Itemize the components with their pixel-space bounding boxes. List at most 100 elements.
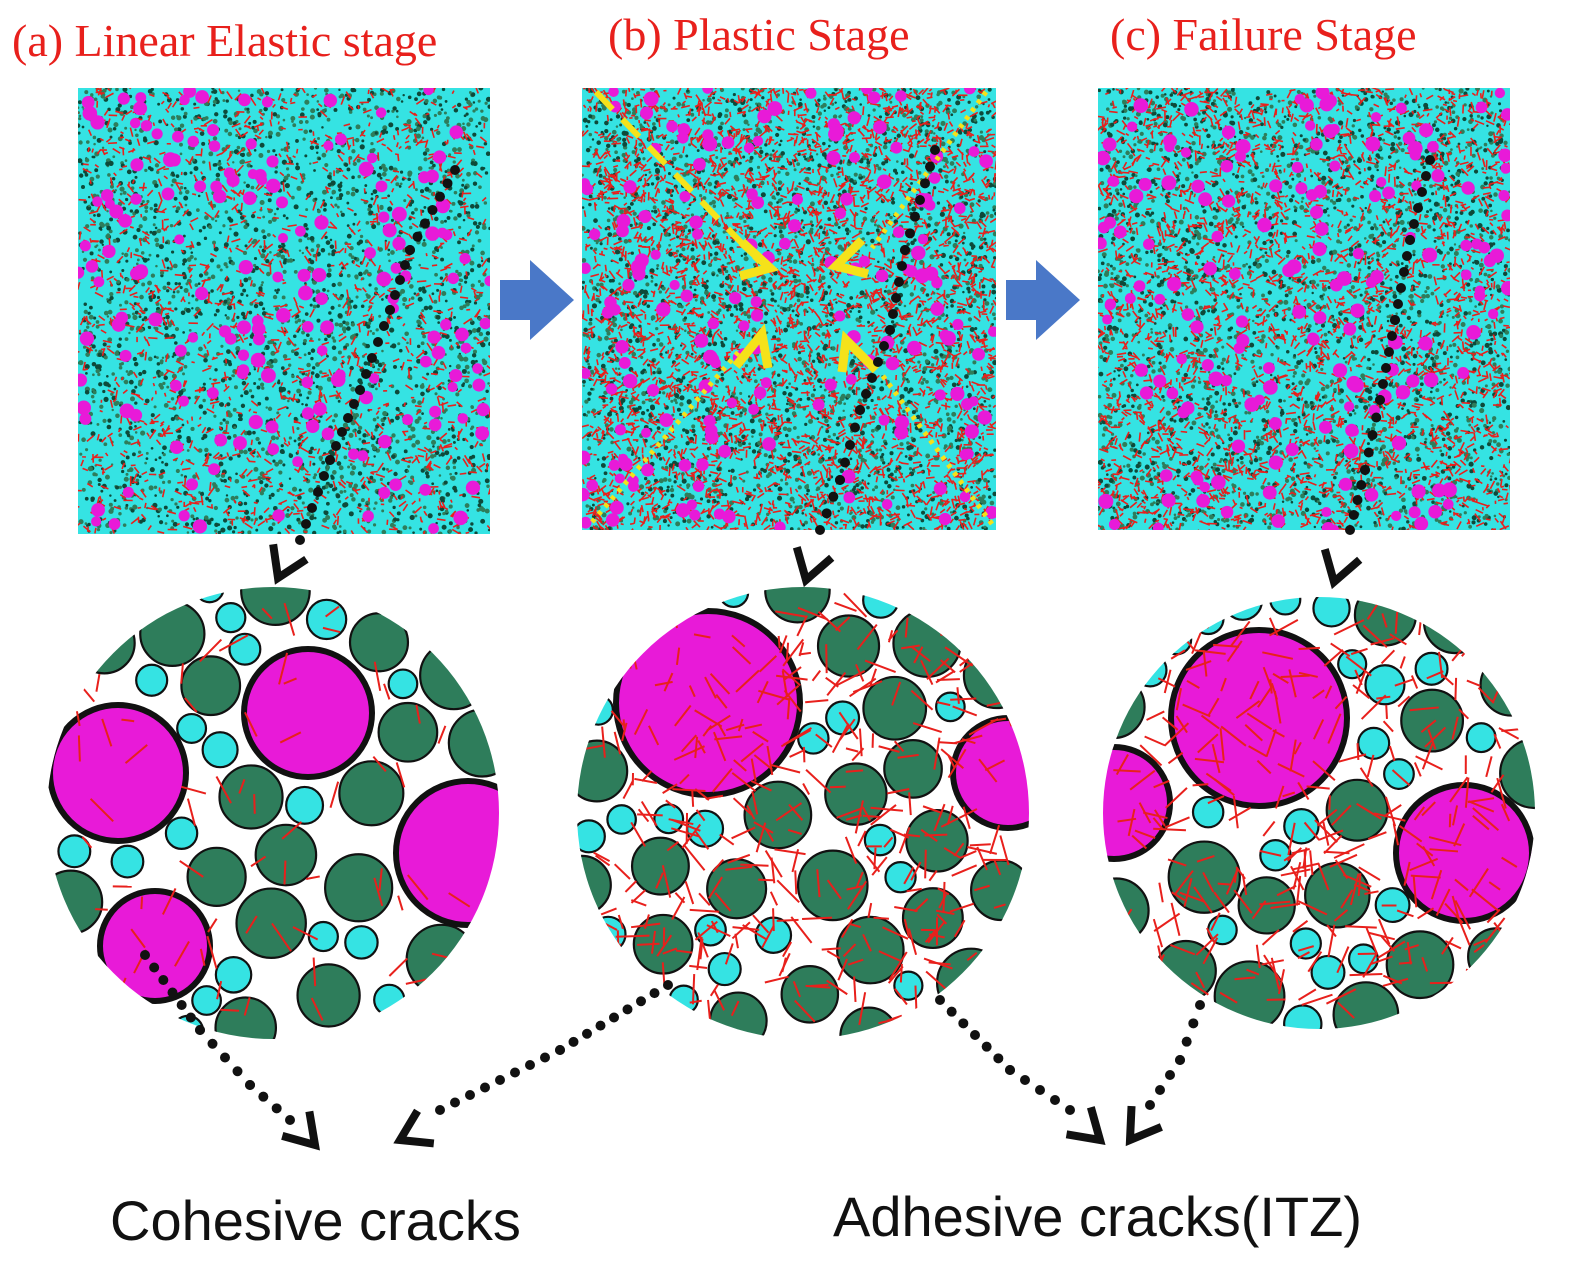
pointer-dot — [1035, 1085, 1045, 1095]
magnified-view-b — [577, 587, 1029, 1039]
pointer-dot — [337, 427, 347, 437]
pointer-dot — [319, 471, 329, 481]
pointer-dot — [1020, 1075, 1030, 1085]
pointer-dot — [1175, 1055, 1185, 1065]
pointer-dot — [946, 1006, 957, 1017]
pointer-dot — [850, 422, 860, 433]
pointer-dot — [568, 1036, 579, 1047]
pointer-dot — [271, 1103, 282, 1114]
pointer-dot — [343, 413, 353, 423]
pointer-dot — [622, 1004, 633, 1015]
shear-arrow-icon — [827, 236, 870, 279]
pointer-dot — [1390, 315, 1400, 325]
pointer-dot — [1348, 510, 1359, 520]
pointer-dot — [285, 1115, 295, 1125]
pointer-dot — [861, 389, 871, 399]
stage-c-title: (c) Failure Stage — [1110, 9, 1417, 60]
pointer-dot — [910, 211, 920, 222]
dotted-arrow-icon — [1320, 548, 1363, 590]
dotted-arrow-icon — [393, 1108, 435, 1148]
pointer-dot — [821, 508, 832, 519]
pointer-dot — [1371, 412, 1382, 423]
dotted-arrow-icon — [281, 1110, 320, 1151]
dotted-arrow-icon — [269, 543, 309, 585]
dotted-arrow-icon — [1125, 1105, 1163, 1147]
pointer-dot — [140, 950, 150, 960]
pointer-dot — [435, 191, 445, 202]
adhesive-cracks-label: Adhesive cracks(ITZ) — [833, 1185, 1362, 1248]
pointer-dot — [609, 1012, 619, 1023]
pointer-dot — [636, 996, 646, 1007]
pointer-dot — [220, 1052, 230, 1063]
pointer-dot — [361, 369, 371, 379]
magnified-view-c — [1103, 597, 1535, 1029]
pointer-dot — [400, 260, 410, 270]
pointer-dot — [649, 988, 660, 999]
pointer-dot — [888, 309, 898, 319]
pointer-dot — [1195, 1000, 1205, 1010]
pointer-dot — [373, 337, 383, 347]
pointer-dot — [176, 1000, 187, 1010]
pointer-dot — [828, 491, 839, 502]
pointer-dot — [840, 457, 850, 468]
pointer-dot — [1396, 283, 1406, 293]
pointer-dot — [427, 205, 438, 215]
pointer-dot — [935, 995, 945, 1005]
pointer-dot — [355, 385, 365, 395]
pointer-dot — [385, 305, 395, 315]
pointer-dot — [525, 1060, 535, 1070]
pointer-paths — [140, 145, 1435, 1151]
pointer-dot — [1367, 430, 1378, 440]
pointer-dot — [258, 1091, 269, 1102]
pointer-dot — [879, 341, 889, 351]
pointer-dot — [1345, 525, 1355, 535]
pointer-dot — [905, 228, 915, 239]
pointer-dot — [663, 980, 673, 990]
pointer-dot — [207, 1038, 218, 1049]
pointer-dot — [1050, 1095, 1060, 1105]
pointer-dot — [1356, 480, 1367, 490]
pointer-dot — [349, 399, 359, 409]
pointer-dot — [555, 1045, 565, 1055]
shear-arrow-icon — [738, 238, 780, 281]
pointer-dot — [1005, 1065, 1015, 1075]
shear-arrow-icon — [732, 323, 773, 369]
pointer-dot — [295, 535, 305, 545]
pointer-dot — [1393, 299, 1403, 309]
pointer-dot — [993, 1053, 1004, 1064]
specimen-panel-a — [78, 88, 490, 534]
pointer-dot — [1188, 1018, 1199, 1029]
pointer-dot — [395, 275, 405, 285]
pointer-dot — [301, 519, 311, 529]
pointer-dot — [897, 261, 907, 271]
pointer-dot — [167, 987, 178, 998]
pointer-dot — [510, 1067, 520, 1078]
shear-arrow-icon — [837, 330, 880, 374]
pointer-dot — [313, 487, 323, 497]
pointer-dot — [1181, 1036, 1192, 1047]
pointer-dot — [885, 325, 895, 335]
pointer-dot — [835, 475, 845, 485]
pointer-dot — [367, 353, 377, 363]
pointer-dot — [1375, 395, 1385, 405]
pointer-dot — [958, 1018, 969, 1029]
pointer-dot — [1363, 447, 1374, 458]
pointer-dot — [1417, 187, 1427, 197]
pointer-dot — [920, 178, 930, 189]
pointer-dot — [480, 1082, 490, 1093]
pointer-dot — [915, 195, 925, 205]
pointer-dot — [1165, 1070, 1175, 1080]
pointer-dot — [420, 218, 430, 229]
pointer-dot — [925, 161, 935, 172]
pointer-dot — [970, 1030, 980, 1040]
pointer-dot — [185, 1012, 196, 1023]
pointer-dot — [540, 1052, 550, 1063]
specimen-panel-c — [1098, 88, 1510, 530]
pointer-dot — [450, 1097, 460, 1108]
pointer-dot — [245, 1080, 255, 1090]
pointer-dot — [1384, 347, 1394, 357]
pointer-dot — [232, 1066, 243, 1077]
pointer-dot — [1145, 1100, 1155, 1110]
pointer-dot — [1381, 363, 1391, 373]
